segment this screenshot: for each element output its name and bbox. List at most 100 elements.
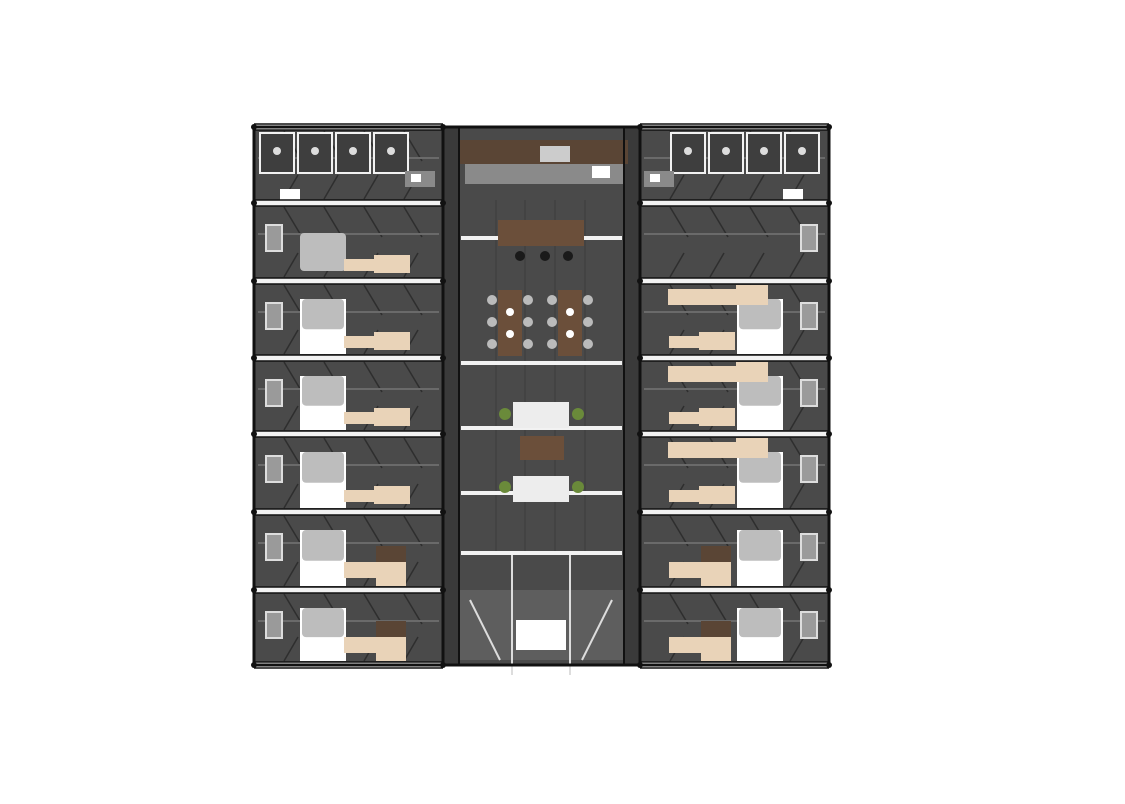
inner-wall-edge (258, 233, 439, 235)
room-divider-wall (640, 509, 829, 515)
dining-chair (487, 317, 497, 327)
table-plate (506, 308, 514, 316)
room-divider-wall (254, 509, 443, 515)
wall-shadow-line (323, 174, 339, 200)
wall-shadow-line (709, 593, 729, 625)
wall-shadow-line (403, 206, 423, 238)
shelf-unit (668, 442, 738, 458)
frame-node (826, 355, 832, 361)
bed-blanket (739, 452, 781, 483)
wall-shadow-line (669, 174, 685, 200)
wall-shadow-line (403, 593, 423, 625)
room-divider-wall (640, 587, 829, 593)
plant-icon (572, 408, 584, 420)
frame-node (826, 662, 832, 668)
bed-blanket (739, 299, 781, 330)
sink-icon (411, 174, 421, 182)
frame-node (251, 355, 257, 361)
structural-column (624, 127, 640, 665)
structural-column (443, 127, 459, 665)
wall-shadow-line (363, 361, 383, 393)
bar-stool (563, 251, 573, 261)
wall-shadow-line (283, 206, 303, 238)
dining-chair (523, 317, 533, 327)
frame-node (251, 431, 257, 437)
desk (669, 336, 699, 348)
desk (669, 412, 699, 424)
bed-blanket (300, 233, 346, 271)
wall-shadow-line (709, 206, 729, 238)
desk (344, 490, 374, 502)
center-outline (441, 125, 642, 667)
wardrobe (374, 255, 410, 273)
bar-stool (540, 251, 550, 261)
wardrobe (374, 486, 410, 504)
wall-shadow-line (669, 252, 685, 278)
bedroom-floor (640, 203, 829, 281)
wall-shadow-line (363, 206, 383, 238)
sofa (513, 476, 569, 502)
room-divider-wall (640, 278, 829, 284)
desk (669, 490, 699, 502)
wardrobe (699, 486, 735, 504)
bed-blanket (302, 452, 344, 483)
wardrobe (699, 408, 735, 426)
stair-rail (581, 599, 613, 661)
kitchen-sink-icon (592, 166, 610, 178)
frame-node (251, 278, 257, 284)
dining-chair (487, 339, 497, 349)
plant-icon (499, 408, 511, 420)
wall-shadow-line (789, 405, 805, 431)
wall-shadow-line (283, 483, 299, 509)
dining-chair (583, 295, 593, 305)
inner-wall-edge (258, 464, 439, 466)
wall-shadow-line (363, 284, 383, 316)
bed-blanket (302, 376, 344, 406)
wall-shadow-line (789, 561, 805, 587)
room-divider-wall (640, 431, 829, 437)
wall-shadow-line (283, 636, 299, 662)
furniture-layer (259, 132, 820, 675)
sofa (513, 402, 569, 428)
wall-shadow-line (283, 361, 303, 393)
wall-shadow-line (669, 593, 689, 625)
wall-shadow-line (283, 329, 299, 355)
shelf-unit (668, 366, 738, 382)
desk (669, 637, 703, 653)
desk (344, 562, 378, 578)
wall-shadow-line (283, 515, 303, 547)
wall-shadow-line (283, 284, 303, 316)
dining-chair (547, 295, 557, 305)
window (800, 611, 818, 639)
frame-node (826, 509, 832, 515)
window (800, 455, 818, 483)
dining-chair (523, 295, 533, 305)
window (265, 302, 283, 330)
wall-shadow-line (789, 329, 805, 355)
bed-blanket (302, 299, 344, 330)
wall-shadow-line (709, 252, 725, 278)
inner-wall-edge (644, 233, 825, 235)
wardrobe (374, 408, 410, 426)
coffee-table (520, 436, 564, 460)
shower-head-icon (273, 147, 281, 155)
range-hood-icon (540, 146, 570, 162)
inner-wall-edge (644, 464, 825, 466)
desk (344, 336, 374, 348)
wall-shadow-line (283, 252, 299, 278)
room-divider-wall (254, 431, 443, 437)
wall-shadow-line (749, 174, 765, 200)
inner-wall-edge (258, 388, 439, 390)
sink-icon (650, 174, 660, 182)
wall-shadow-line (363, 437, 383, 469)
window (265, 533, 283, 561)
kitchen-counter (465, 164, 625, 184)
wall-shadow-line (669, 206, 689, 238)
wall-shadow-line (403, 284, 423, 316)
room-divider-wall (254, 278, 443, 284)
dining-chair (583, 339, 593, 349)
window (800, 533, 818, 561)
frame-node (826, 124, 832, 130)
wall-shadow-line (749, 206, 769, 238)
wall-shadow-line (283, 561, 299, 587)
